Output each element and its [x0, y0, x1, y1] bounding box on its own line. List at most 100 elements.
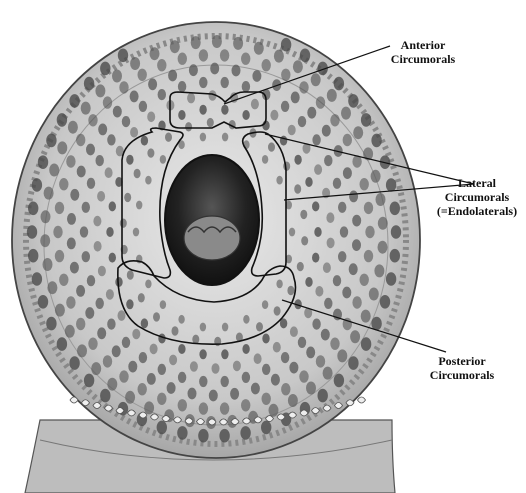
tooth-icon — [288, 394, 298, 407]
tooth-icon — [306, 382, 316, 395]
tooth-icon — [41, 210, 51, 223]
label-lateral-line3: (=Endolaterals) — [428, 204, 526, 218]
tooth-icon — [327, 238, 335, 249]
tooth-icon — [360, 274, 369, 286]
tooth-icon — [361, 310, 371, 323]
tooth-icon — [198, 429, 208, 443]
tooth-icon — [323, 367, 333, 380]
label-lateral-line2: Circumorals — [428, 190, 526, 204]
tooth-icon — [333, 275, 341, 286]
tooth-icon — [138, 69, 147, 81]
tooth-icon — [76, 318, 85, 330]
tooth-icon — [27, 225, 37, 239]
tooth-icon — [177, 426, 187, 440]
tooth-icon — [369, 288, 379, 301]
tooth-icon — [352, 215, 361, 227]
tooth-icon — [261, 421, 271, 435]
tooth-icon — [82, 251, 90, 262]
tooth-icon — [82, 202, 90, 213]
tooth-icon — [268, 142, 275, 151]
tooth-icon — [66, 296, 75, 308]
tooth-icon — [100, 389, 110, 403]
tooth-icon — [69, 356, 79, 370]
tooth-icon — [297, 262, 304, 271]
tooth-icon — [107, 378, 117, 391]
tooth-icon — [191, 36, 201, 49]
tooth-icon — [88, 338, 97, 350]
tooth-icon — [262, 155, 268, 164]
tooth-icon — [190, 361, 198, 372]
tooth-icon — [133, 228, 139, 237]
tooth-icon — [105, 167, 113, 178]
tooth-icon — [70, 189, 79, 201]
tooth-icon — [86, 144, 95, 156]
tooth-icon — [221, 376, 229, 387]
tooth-icon — [130, 127, 138, 138]
tooth-icon — [340, 226, 348, 237]
tooth-icon — [241, 399, 250, 411]
tooth-icon — [168, 70, 177, 82]
tooth-icon — [170, 40, 180, 53]
tooth-icon — [77, 344, 87, 357]
tooth-icon — [352, 296, 361, 308]
tooth-icon — [342, 287, 351, 299]
tooth-icon — [158, 89, 166, 100]
tooth-icon — [77, 166, 86, 178]
tooth-icon — [55, 304, 65, 317]
tooth-icon — [270, 110, 278, 121]
tooth-icon — [84, 374, 94, 388]
tooth-icon — [280, 136, 287, 146]
tooth-icon — [59, 178, 68, 190]
fringe-cusp — [358, 397, 366, 403]
tooth-icon — [348, 356, 358, 370]
tooth-icon — [76, 285, 85, 297]
tooth-icon — [314, 227, 321, 237]
tooth-icon — [350, 330, 360, 343]
tooth-icon — [232, 65, 241, 77]
tooth-icon — [299, 81, 308, 93]
tooth-icon — [165, 133, 172, 142]
tooth-icon — [32, 178, 42, 192]
tooth-icon — [119, 370, 128, 382]
tooth-icon — [330, 338, 339, 350]
tooth-icon — [124, 193, 131, 202]
tooth-icon — [240, 426, 250, 440]
tooth-icon — [145, 280, 151, 289]
tooth-icon — [271, 374, 280, 386]
tooth-icon — [221, 105, 228, 115]
tooth-icon — [38, 295, 48, 309]
tooth-icon — [148, 78, 157, 90]
tooth-icon — [88, 114, 97, 126]
tooth-icon — [167, 382, 176, 394]
tooth-icon — [107, 134, 115, 145]
tooth-icon — [130, 57, 140, 70]
label-lateral-circumorals: Lateral Circumorals (=Endolaterals) — [428, 176, 526, 218]
tooth-icon — [312, 201, 319, 211]
tooth-icon — [241, 53, 250, 65]
tooth-icon — [139, 101, 147, 112]
tooth-icon — [84, 77, 94, 91]
tooth-icon — [251, 99, 259, 110]
tooth-icon — [242, 344, 249, 354]
tooth-icon — [125, 391, 135, 404]
tooth-icon — [178, 399, 187, 411]
tooth-icon — [57, 337, 67, 351]
tooth-icon — [147, 112, 155, 123]
tooth-icon — [112, 70, 122, 83]
tooth-icon — [141, 136, 148, 146]
tooth-icon — [199, 105, 206, 115]
tooth-icon — [321, 329, 330, 341]
tooth-icon — [300, 49, 310, 63]
tooth-icon — [144, 401, 154, 414]
tooth-icon — [306, 347, 315, 359]
tooth-icon — [327, 89, 337, 102]
tooth-icon — [242, 110, 249, 120]
tooth-icon — [106, 227, 113, 237]
tooth-icon — [120, 219, 127, 228]
tooth-icon — [333, 178, 341, 189]
tooth-icon — [254, 42, 264, 55]
tooth-icon — [343, 134, 352, 146]
tooth-icon — [298, 337, 306, 348]
tooth-icon — [212, 35, 222, 48]
tooth-icon — [360, 178, 369, 190]
